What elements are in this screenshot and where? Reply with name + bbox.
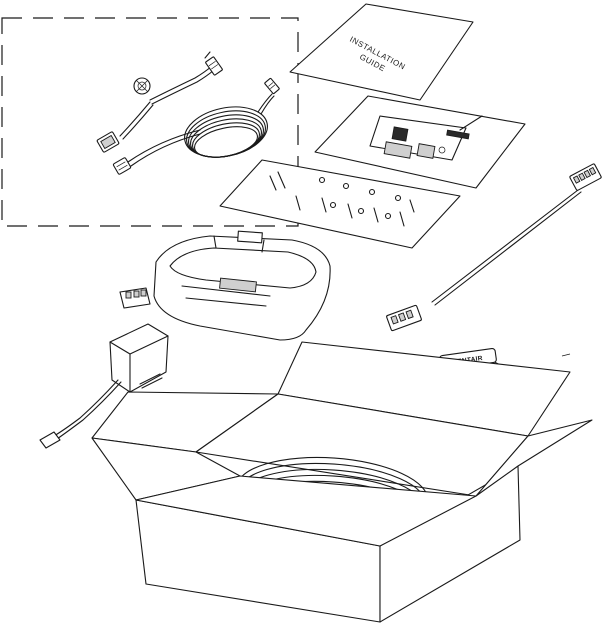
rj-plug-right bbox=[205, 57, 222, 76]
cable-kit-icon bbox=[97, 52, 280, 175]
rj-plug-top bbox=[264, 78, 279, 94]
terminal-block-bottom bbox=[386, 305, 422, 331]
housing-icon bbox=[154, 231, 330, 340]
terminal-block-top bbox=[569, 163, 601, 190]
terminal-block-left bbox=[120, 288, 150, 308]
grommet bbox=[134, 78, 150, 94]
shipping-box-icon bbox=[92, 342, 592, 622]
installation-guide-icon: INSTALLATION GUIDE bbox=[290, 4, 473, 100]
connector-left bbox=[97, 131, 120, 152]
circuit-board-icon bbox=[315, 96, 525, 188]
rj-plug-bottom bbox=[113, 157, 131, 174]
